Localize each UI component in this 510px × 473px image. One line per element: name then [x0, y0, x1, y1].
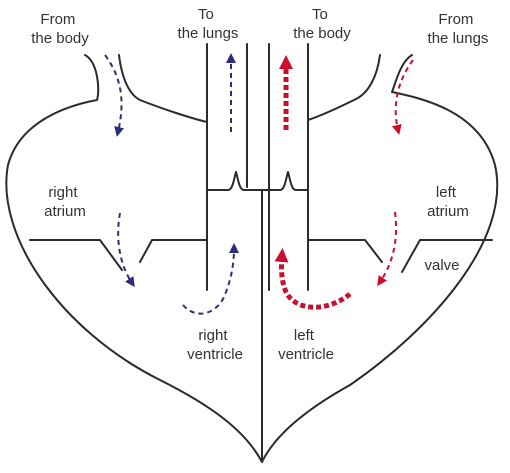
- flow-left-ventricle-to-body-arrow: [281, 255, 350, 307]
- left-av-valve: [308, 240, 492, 272]
- flow-left-atrium-to-ventricle-arrow: [380, 212, 396, 282]
- vessels: [207, 44, 308, 462]
- label-to-lungs: To the lungs: [178, 6, 239, 42]
- oxygenated-flow: [281, 60, 413, 307]
- labels: From the body To the lungs To the body F…: [31, 6, 488, 363]
- flow-right-atrium-to-ventricle-arrow: [118, 213, 132, 283]
- inner-top-left-outline: [119, 55, 207, 122]
- label-to-body: To the body: [293, 6, 351, 42]
- label-from-lungs: From the lungs: [428, 11, 489, 47]
- semilunar-valves: [207, 172, 308, 190]
- label-left-atrium: left atrium: [427, 184, 469, 220]
- label-right-atrium: right atrium: [44, 184, 86, 220]
- label-right-ventricle: right ventricle: [187, 327, 243, 363]
- flow-right-ventricle-to-lungs-arrow: [183, 248, 234, 314]
- left-side-outline: [6, 55, 262, 462]
- label-left-ventricle: left ventricle: [278, 327, 334, 363]
- label-valve: valve: [424, 257, 459, 274]
- deoxygenated-flow: [105, 55, 234, 314]
- flow-from-body-arrow: [105, 55, 122, 132]
- label-from-body: From the body: [31, 11, 89, 47]
- inner-top-right-outline: [308, 55, 380, 120]
